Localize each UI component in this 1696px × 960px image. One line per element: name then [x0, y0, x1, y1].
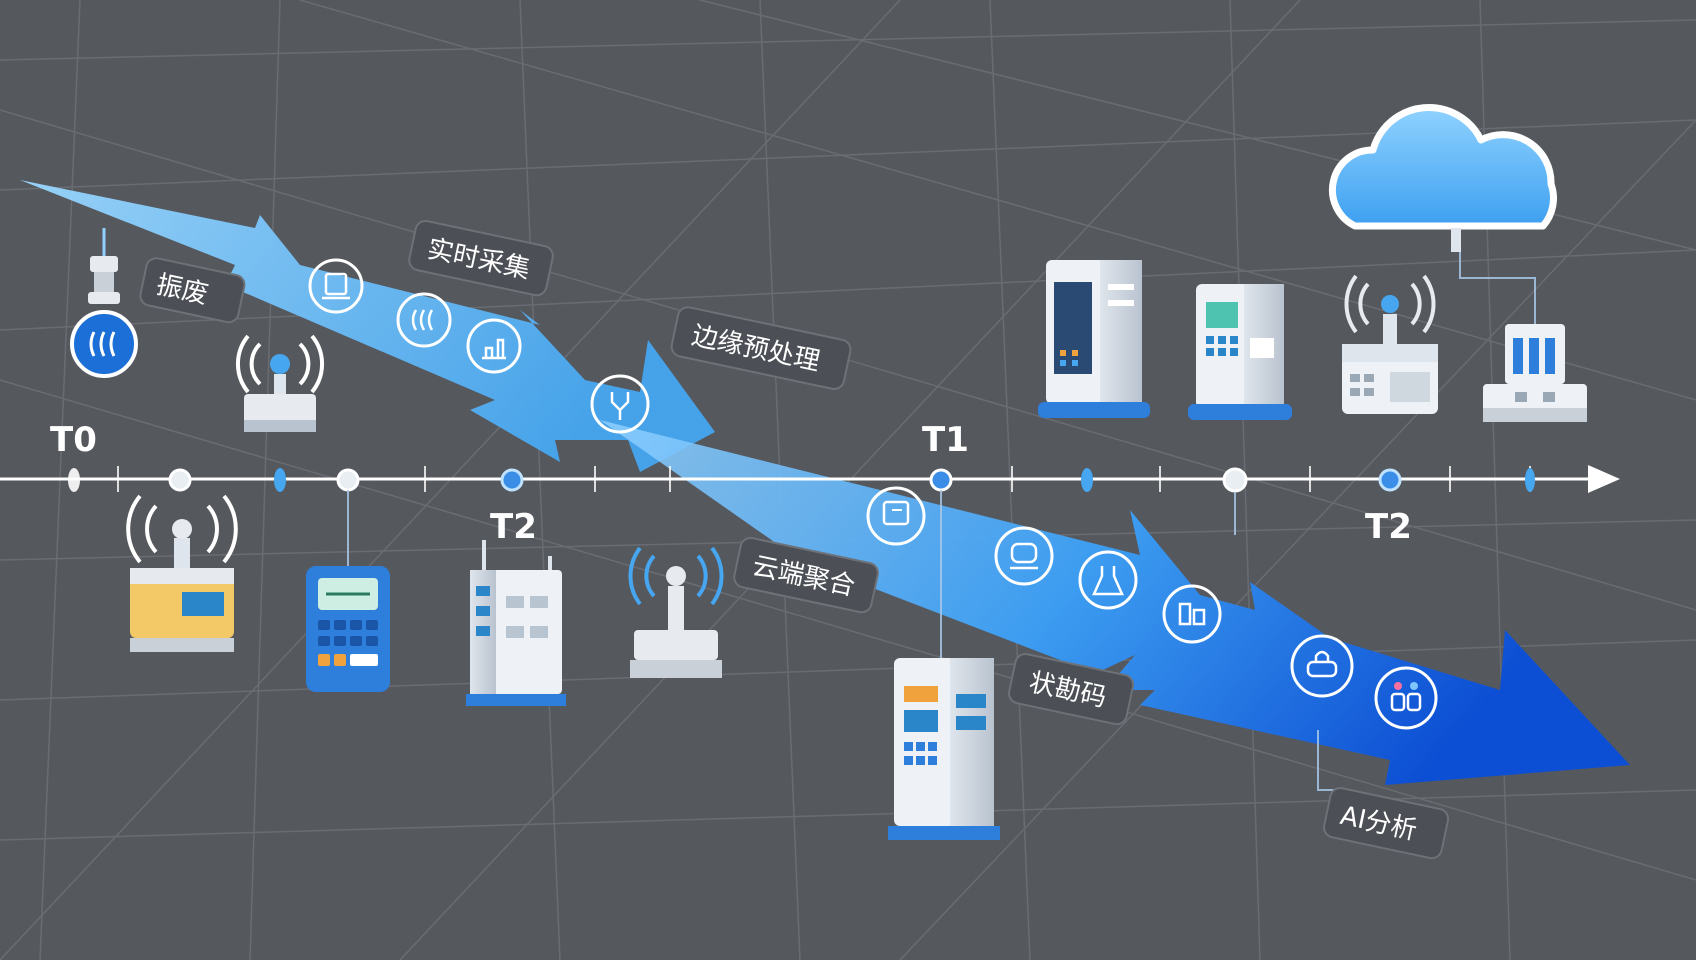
timeline-node — [1525, 468, 1535, 492]
cloud-server-tower — [888, 658, 1000, 840]
stage-label-realtime-collection: 实时采集 — [408, 219, 554, 297]
timeline-node — [1378, 468, 1402, 492]
timeline-node — [168, 468, 192, 492]
cloud-gateway-device — [1483, 324, 1587, 422]
timeline-node — [500, 468, 524, 492]
rack-server-2 — [1188, 284, 1292, 420]
stage-label-ai-analysis: AI分析 — [1323, 787, 1450, 860]
flow-icon-thermometer-icon — [308, 258, 364, 314]
timeline-node — [1222, 467, 1248, 493]
timeline-arrowhead — [1588, 465, 1620, 493]
flow-icon-circuit-icon — [590, 374, 650, 434]
timeline-node — [929, 468, 953, 492]
handheld-controller-device — [306, 566, 390, 692]
flow-icon-device-screen-icon — [866, 486, 926, 546]
wireless-antenna-blue — [628, 546, 724, 678]
timeline-node — [336, 468, 360, 492]
marker-label-t2-right: T2 — [1365, 507, 1412, 547]
connector-lines — [347, 228, 1536, 791]
edge-server-device — [466, 540, 566, 706]
marker-label-t0: T0 — [50, 420, 97, 460]
wireless-hub-device — [1342, 274, 1438, 414]
upper-flow-arrow — [20, 180, 715, 472]
stage-label-vibration: 振废 — [139, 257, 246, 324]
flow-icon-machine-icon — [1162, 584, 1222, 644]
stage-label-edge-preprocessing: 边缘预处理 — [670, 306, 852, 390]
flow-icon-cloud-lock-icon — [1290, 634, 1354, 698]
rack-server-1 — [1038, 260, 1150, 418]
marker-label-t1: T1 — [922, 420, 969, 460]
flow-icon-robot-icon — [994, 526, 1054, 586]
marker-label-t2: T2 — [490, 507, 537, 547]
gateway-device-yellow — [126, 494, 238, 652]
flow-icon-lab-flask-icon — [1078, 550, 1138, 610]
lower-flow-arrow — [600, 420, 1630, 785]
stage-label-status-code: 状勘码 — [1008, 653, 1135, 726]
timeline — [0, 465, 1620, 493]
timeline-nodes — [68, 467, 1535, 493]
flow-icon-people-icon — [1374, 666, 1438, 730]
flow-icon-heat-wave-icon — [396, 292, 452, 348]
stage-label-cloud-aggregation: 云端聚合 — [733, 536, 879, 614]
wireless-antenna-small — [236, 334, 324, 432]
cloud-icon — [1328, 104, 1557, 252]
timeline-node — [68, 468, 80, 492]
vibration-sensor-device — [70, 228, 138, 378]
timeline-node — [1081, 468, 1093, 492]
timeline-node — [274, 468, 286, 492]
flow-icon-factory-icon — [466, 318, 522, 374]
